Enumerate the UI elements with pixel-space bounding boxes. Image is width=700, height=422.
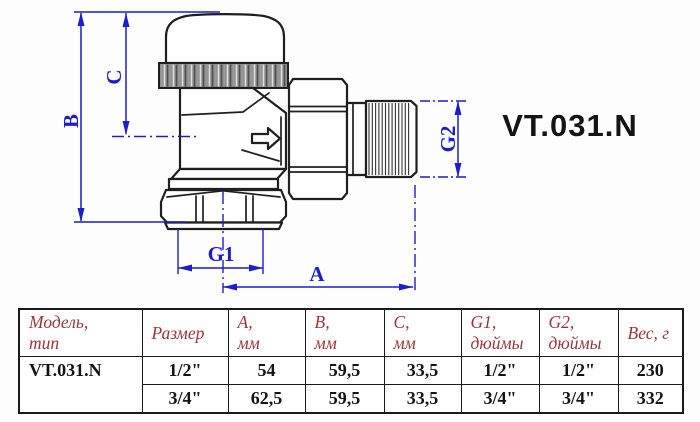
arrow-a-right xyxy=(399,283,413,291)
flow-arrow-icon xyxy=(250,126,282,151)
header-a: A,мм xyxy=(227,308,306,357)
arrow-g1-left xyxy=(178,264,192,272)
cell-g2: 1/2" xyxy=(538,356,619,385)
thread-lines xyxy=(368,103,410,175)
valve-body xyxy=(178,86,288,171)
header-line: Размер xyxy=(151,322,205,343)
header-line: дюймы xyxy=(470,333,524,353)
header-line: мм xyxy=(393,333,416,353)
cell-g2: 3/4" xyxy=(538,384,619,414)
header-weight: Вес, г xyxy=(617,308,684,357)
dim-label-b: B xyxy=(59,114,83,128)
spec-table: Модель,тип Размер A,мм B,мм C,мм G1,дюйм… xyxy=(18,308,684,414)
cell-size: 1/2" xyxy=(141,356,229,385)
header-line: G1, xyxy=(470,312,497,333)
cell-c: 33,5 xyxy=(383,356,462,385)
body-contour-line xyxy=(241,149,280,162)
cell-g1: 1/2" xyxy=(460,356,540,385)
cell-a: 62,5 xyxy=(227,384,306,414)
knurl-ring xyxy=(158,62,289,89)
header-line: Вес, г xyxy=(627,322,670,343)
header-line: мм xyxy=(237,333,260,353)
header-line: B, xyxy=(314,312,330,333)
header-line: мм xyxy=(314,333,337,353)
header-row: Модель,тип Размер A,мм B,мм C,мм G1,дюйм… xyxy=(18,308,684,357)
arrow-g2-bottom xyxy=(454,163,462,177)
dim-label-g1: G1 xyxy=(208,242,235,266)
arrow-b-bottom xyxy=(77,208,85,222)
nut-roof-line xyxy=(166,189,281,198)
header-b: B,мм xyxy=(304,308,385,357)
dim-label-g2: G2 xyxy=(436,126,460,153)
header-line: A, xyxy=(237,312,253,333)
header-line: C, xyxy=(393,312,410,333)
header-line: дюймы xyxy=(548,333,602,353)
cell-b: 59,5 xyxy=(304,356,385,385)
cell-weight: 230 xyxy=(617,356,684,385)
cell-size: 3/4" xyxy=(141,384,229,414)
arrow-b-top xyxy=(77,12,85,26)
dim-label-a: A xyxy=(309,262,325,286)
cell-c: 33,5 xyxy=(383,384,462,414)
dimension-lines: B C G2 G1 A xyxy=(59,11,469,293)
cell-weight: 332 xyxy=(617,384,684,414)
valve-diagram: B C G2 G1 A VT.031.N xyxy=(59,11,638,293)
arrow-c-bottom xyxy=(122,121,130,135)
header-g2: G2,дюймы xyxy=(538,308,619,357)
body-contour-line xyxy=(181,92,270,116)
model-label: VT.031.N xyxy=(502,108,638,143)
flare-band xyxy=(167,177,280,191)
header-line: G2, xyxy=(548,312,575,333)
header-model: Модель,тип xyxy=(18,308,143,357)
valve-cap xyxy=(164,13,286,65)
cell-a: 54 xyxy=(227,356,306,385)
union-nut xyxy=(287,77,349,201)
cell-model: VT.031.N xyxy=(18,356,143,414)
table-row: 3/4" 62,5 59,5 33,5 3/4" 3/4" 332 xyxy=(19,384,684,414)
header-c: C,мм xyxy=(383,308,462,357)
body-flare xyxy=(169,167,288,181)
dim-label-c: C xyxy=(102,69,126,84)
valve-drawing xyxy=(158,13,418,231)
table-row: VT.031.N 1/2" 54 59,5 33,5 1/2" 1/2" 230 xyxy=(18,356,684,414)
cell-b: 59,5 xyxy=(304,384,385,414)
arrow-c-top xyxy=(122,13,130,27)
header-size: Размер xyxy=(141,308,229,357)
arrow-g1-right xyxy=(249,264,263,272)
header-line: Модель, xyxy=(29,312,89,333)
header-line: тип xyxy=(29,333,60,353)
arrow-a-left xyxy=(223,283,237,291)
cell-g1: 3/4" xyxy=(460,384,540,414)
union-shoulder xyxy=(345,101,368,177)
header-g1: G1,дюймы xyxy=(460,308,540,357)
arrow-g2-top xyxy=(454,101,462,115)
knurl-stripes xyxy=(160,64,286,87)
